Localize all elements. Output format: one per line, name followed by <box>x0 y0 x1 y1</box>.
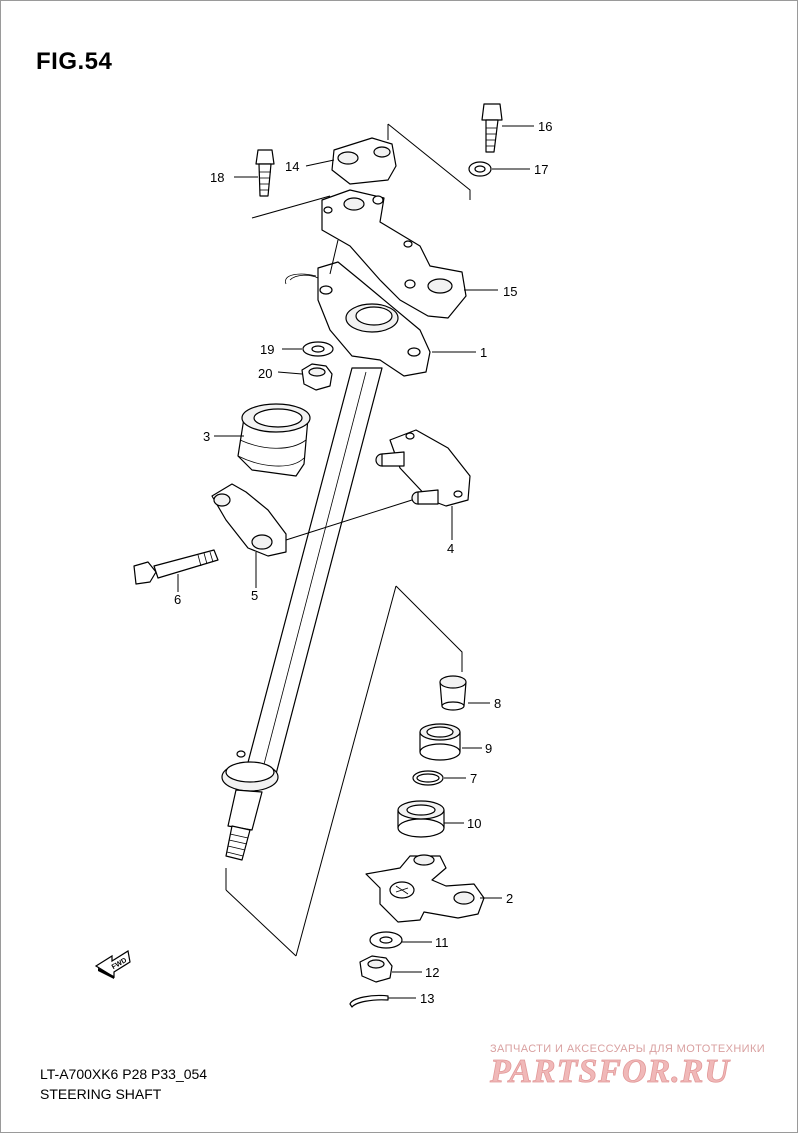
callout-4: 4 <box>447 541 454 556</box>
part-17-washer <box>468 161 492 177</box>
callout-5: 5 <box>251 588 258 603</box>
callout-20: 20 <box>258 366 272 381</box>
part-5-holder <box>211 483 287 557</box>
part-16-bolt <box>481 103 503 153</box>
steering-shaft <box>221 367 383 861</box>
part-3-bushing <box>237 403 311 477</box>
part-9-seal <box>419 723 461 761</box>
callout-8: 8 <box>494 696 501 711</box>
part-8-bushing <box>439 675 467 711</box>
part-4-holder <box>375 429 471 507</box>
part-7-o-ring <box>412 770 444 786</box>
callout-1: 1 <box>480 345 487 360</box>
callout-12: 12 <box>425 965 439 980</box>
model-code: LT-A700XK6 P28 P33_054 <box>40 1066 208 1082</box>
callout-3: 3 <box>203 429 210 444</box>
part-20-nut <box>301 363 333 391</box>
callout-14: 14 <box>285 159 299 174</box>
callout-9: 9 <box>485 741 492 756</box>
figure-title: FIG.54 <box>36 48 113 75</box>
callout-17: 17 <box>534 162 548 177</box>
callout-10: 10 <box>467 816 481 831</box>
callout-6: 6 <box>174 592 181 607</box>
leader-lines <box>177 125 534 999</box>
callout-16: 16 <box>538 119 552 134</box>
callout-18: 18 <box>210 170 224 185</box>
part-6-bolt <box>133 549 219 585</box>
callout-labels: 1 2 3 4 5 6 7 8 9 10 11 12 13 14 15 16 1… <box>174 119 552 1006</box>
part-15-upper-holder <box>321 189 467 319</box>
callout-2: 2 <box>506 891 513 906</box>
part-1-shaft-holder <box>285 261 431 377</box>
part-13-cotter-pin <box>349 994 389 1008</box>
watermark-logo: PARTSFOR.RU <box>489 1053 731 1091</box>
part-12-nut <box>359 955 393 983</box>
part-19-washer <box>302 341 334 357</box>
callout-11: 11 <box>435 935 449 950</box>
section-title: STEERING SHAFT <box>40 1086 162 1102</box>
callout-13: 13 <box>420 991 434 1006</box>
part-2-steering-arm <box>365 854 485 923</box>
watermark-tagline: ЗАПЧАСТИ И АКСЕССУАРЫ ДЛЯ МОТОТЕХНИКИ <box>490 1043 766 1055</box>
watermark-logo-text: PARTSFOR.RU <box>489 1053 731 1090</box>
part-14-clamp <box>331 137 397 185</box>
callout-19: 19 <box>260 342 274 357</box>
callout-7: 7 <box>470 771 477 786</box>
part-11-washer <box>369 931 403 949</box>
part-10-bearing <box>397 800 445 838</box>
callout-15: 15 <box>503 284 517 299</box>
part-18-bolt <box>255 149 275 197</box>
fwd-arrow-icon: FWD <box>94 950 131 979</box>
